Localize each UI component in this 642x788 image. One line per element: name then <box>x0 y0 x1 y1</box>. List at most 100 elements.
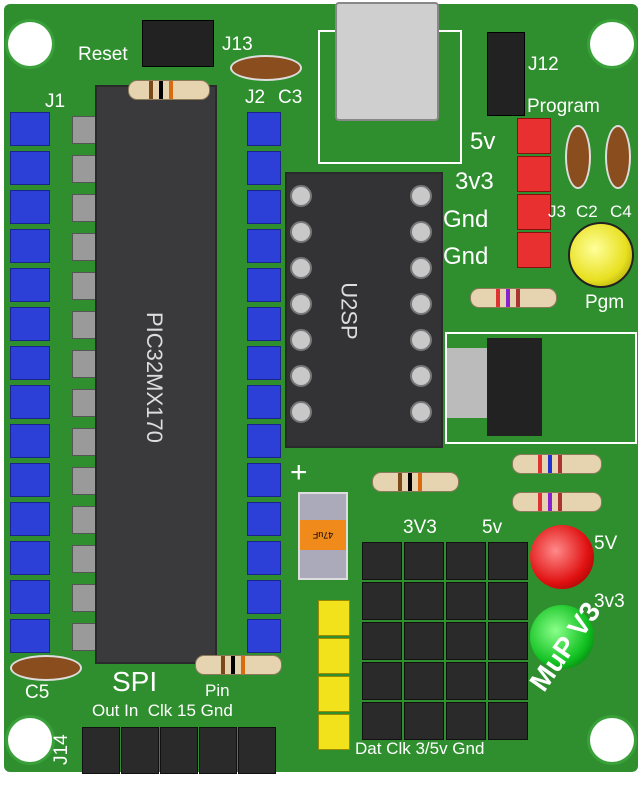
pic32-chip <box>95 85 217 664</box>
header-pin-power <box>404 622 444 660</box>
chip-pad <box>410 365 432 387</box>
label-5v-header: 5v <box>482 517 503 538</box>
header-pin-power <box>362 582 402 620</box>
chip-pad <box>410 257 432 279</box>
label-c3: C3 <box>278 87 303 108</box>
label-j13: J13 <box>222 34 253 55</box>
u2sp-label: U2SP <box>336 282 362 340</box>
label-5v-led: 5V <box>594 533 618 554</box>
chip-pad <box>410 329 432 351</box>
capacitor-c5 <box>10 655 82 681</box>
resistor <box>512 454 602 474</box>
resistor <box>470 288 557 308</box>
header-pin-j2 <box>247 229 281 263</box>
chip-pad <box>290 329 312 351</box>
resistor <box>195 655 282 675</box>
cap-value: 47uF <box>300 520 346 550</box>
usb-connector[interactable] <box>335 2 439 121</box>
header-pin-power <box>404 582 444 620</box>
header-pin-power <box>488 542 528 580</box>
label-reset: Reset <box>78 44 128 65</box>
label-spi: SPI <box>112 666 158 697</box>
header-pin-j1 <box>10 112 50 146</box>
label-pgm: Pgm <box>585 292 625 313</box>
chip-pin <box>72 389 99 417</box>
header-pin-power <box>488 702 528 740</box>
label-j3: J3 <box>548 202 566 221</box>
label-5v: 5v <box>470 128 496 155</box>
header-pin-j1 <box>10 307 50 341</box>
label-3v3: 3v3 <box>455 168 494 195</box>
header-pin-power <box>488 662 528 700</box>
mounting-hole <box>590 718 634 762</box>
regulator-outline <box>445 332 637 444</box>
header-pin-j2 <box>247 463 281 497</box>
header-pin-j14 <box>199 727 237 774</box>
reset-jumper[interactable] <box>142 20 214 67</box>
label-3v3-header: 3V3 <box>403 517 437 538</box>
chip-pad <box>290 257 312 279</box>
label-c2: C2 <box>576 202 598 221</box>
header-pin-j2 <box>247 424 281 458</box>
header-pin-j2 <box>247 346 281 380</box>
label-j1: J1 <box>45 91 66 112</box>
header-pin-power <box>362 702 402 740</box>
header-pin-j2 <box>247 151 281 185</box>
chip-pin <box>72 233 99 261</box>
header-pin-power <box>362 662 402 700</box>
capacitor-c2 <box>565 125 591 189</box>
header-pin-j3 <box>517 156 551 192</box>
label-c5: C5 <box>25 682 50 703</box>
resistor <box>372 472 459 492</box>
cap-polarity-plus: + <box>290 456 308 489</box>
header-pin-j3 <box>517 194 551 230</box>
header-pin-j1 <box>10 385 50 419</box>
header-pin-power <box>404 702 444 740</box>
voltage-regulator <box>487 338 542 436</box>
label-gnd: Gnd <box>443 243 489 270</box>
chip-pad <box>290 401 312 423</box>
chip-pad <box>290 221 312 243</box>
header-pin-j2 <box>247 190 281 224</box>
j12-jumper[interactable] <box>487 32 525 116</box>
led-yellow-pgm <box>568 222 634 288</box>
header-pin-j1 <box>10 268 50 302</box>
header-pin-power <box>362 542 402 580</box>
header-pin-j1 <box>10 151 50 185</box>
header-pin-j2 <box>247 541 281 575</box>
label-spi-pins: Out In Clk 15 Gnd <box>92 701 233 720</box>
header-pin-j1 <box>10 190 50 224</box>
header-pin-j2 <box>247 580 281 614</box>
chip-pad <box>410 221 432 243</box>
header-pin-power <box>446 582 486 620</box>
electrolytic-capacitor: 47uF <box>298 492 348 580</box>
resistor <box>512 492 602 512</box>
header-pin-j2 <box>247 619 281 653</box>
label-program: Program <box>527 96 600 117</box>
header-pin-power <box>446 622 486 660</box>
capacitor-c3 <box>230 55 302 81</box>
header-pin-power <box>488 622 528 660</box>
capacitor-c4 <box>605 125 631 189</box>
header-pin-j1 <box>10 619 50 653</box>
label-3v3-led: 3v3 <box>594 591 625 612</box>
chip-pin <box>72 272 99 300</box>
label-j14: J14 <box>51 734 72 765</box>
mounting-hole <box>8 718 52 762</box>
header-pin-j14 <box>160 727 198 774</box>
header-pin-j2 <box>247 112 281 146</box>
chip-pad <box>410 401 432 423</box>
header-pin-j1 <box>10 463 50 497</box>
header-pin-prog <box>318 600 350 636</box>
header-pin-j2 <box>247 307 281 341</box>
header-pin-j1 <box>10 541 50 575</box>
label-j12: J12 <box>528 54 559 75</box>
chip-pad <box>290 293 312 315</box>
header-pin-j1 <box>10 580 50 614</box>
header-pin-j1 <box>10 424 50 458</box>
label-pin: Pin <box>205 681 230 700</box>
header-pin-j3 <box>517 118 551 154</box>
header-pin-j3 <box>517 232 551 268</box>
header-pin-power <box>446 542 486 580</box>
header-pin-j2 <box>247 268 281 302</box>
